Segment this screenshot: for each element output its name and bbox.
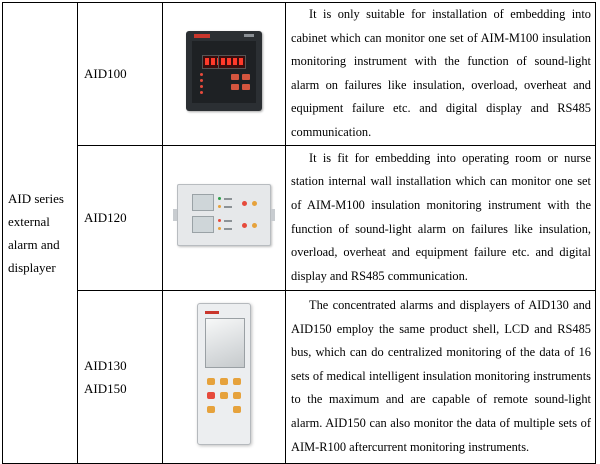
model-cell: AID100: [77, 2, 163, 146]
model-label: AID100: [84, 66, 127, 82]
indicator-led: [200, 79, 203, 83]
model-label: AID130: [84, 357, 127, 373]
indicator-led: [218, 197, 221, 201]
panel-button: [220, 378, 228, 386]
alarm-button: [242, 201, 247, 207]
table-row: AID130 AID150 The concentrated alarms an…: [3, 289, 596, 464]
description-text: It is only suitable for installation of …: [291, 7, 591, 139]
alarm-button: [252, 223, 257, 229]
description-text: The concentrated alarms and displayers o…: [291, 297, 591, 454]
led-display-right: [218, 55, 246, 70]
lcd-screen: [205, 318, 245, 369]
panel-button: [233, 406, 241, 414]
alarm-button: [252, 201, 257, 207]
panel-button: [242, 74, 250, 81]
indicator-led: [218, 227, 221, 231]
panel-button: [233, 392, 241, 400]
panel-button: [233, 378, 241, 386]
panel-button: [207, 378, 215, 386]
aid130-aid150-device-image: [197, 303, 251, 446]
panel-button: [220, 392, 228, 400]
description-text: It is fit for embedding into operating r…: [291, 150, 591, 283]
table-row: AID120 It is fit: [3, 144, 596, 291]
model-cell: AID120: [77, 144, 163, 291]
indicator-led: [200, 91, 203, 95]
image-cell: [162, 2, 286, 146]
panel-button: [231, 84, 239, 91]
description-cell: The concentrated alarms and displayers o…: [285, 289, 596, 464]
image-cell: [162, 289, 286, 464]
lcd-screen: [192, 194, 214, 212]
image-cell: [162, 144, 286, 291]
aid100-device-image: [186, 31, 262, 112]
panel-button: [207, 392, 215, 400]
alarm-button: [242, 223, 247, 229]
brand-logo-mark: [205, 311, 219, 315]
description-cell: It is only suitable for installation of …: [285, 2, 596, 146]
panel-button: [231, 74, 239, 81]
model-plate-mark: [244, 34, 254, 38]
model-label: AID150: [84, 380, 127, 396]
panel-button: [207, 406, 215, 414]
aid120-device-image: [173, 184, 275, 247]
lcd-screen: [192, 216, 214, 234]
indicator-led: [200, 85, 203, 89]
model-label: AID120: [84, 210, 127, 226]
model-cell: AID130 AID150: [77, 289, 163, 464]
indicator-led: [200, 73, 203, 77]
series-label-cell: AID series external alarm and displayer: [2, 2, 78, 464]
brand-logo-mark: [194, 34, 210, 39]
description-cell: It is fit for embedding into operating r…: [285, 144, 596, 291]
panel-button: [242, 84, 250, 91]
indicator-led: [218, 205, 221, 209]
indicator-led: [218, 219, 221, 223]
series-label: AID series external alarm and displayer: [8, 190, 64, 275]
